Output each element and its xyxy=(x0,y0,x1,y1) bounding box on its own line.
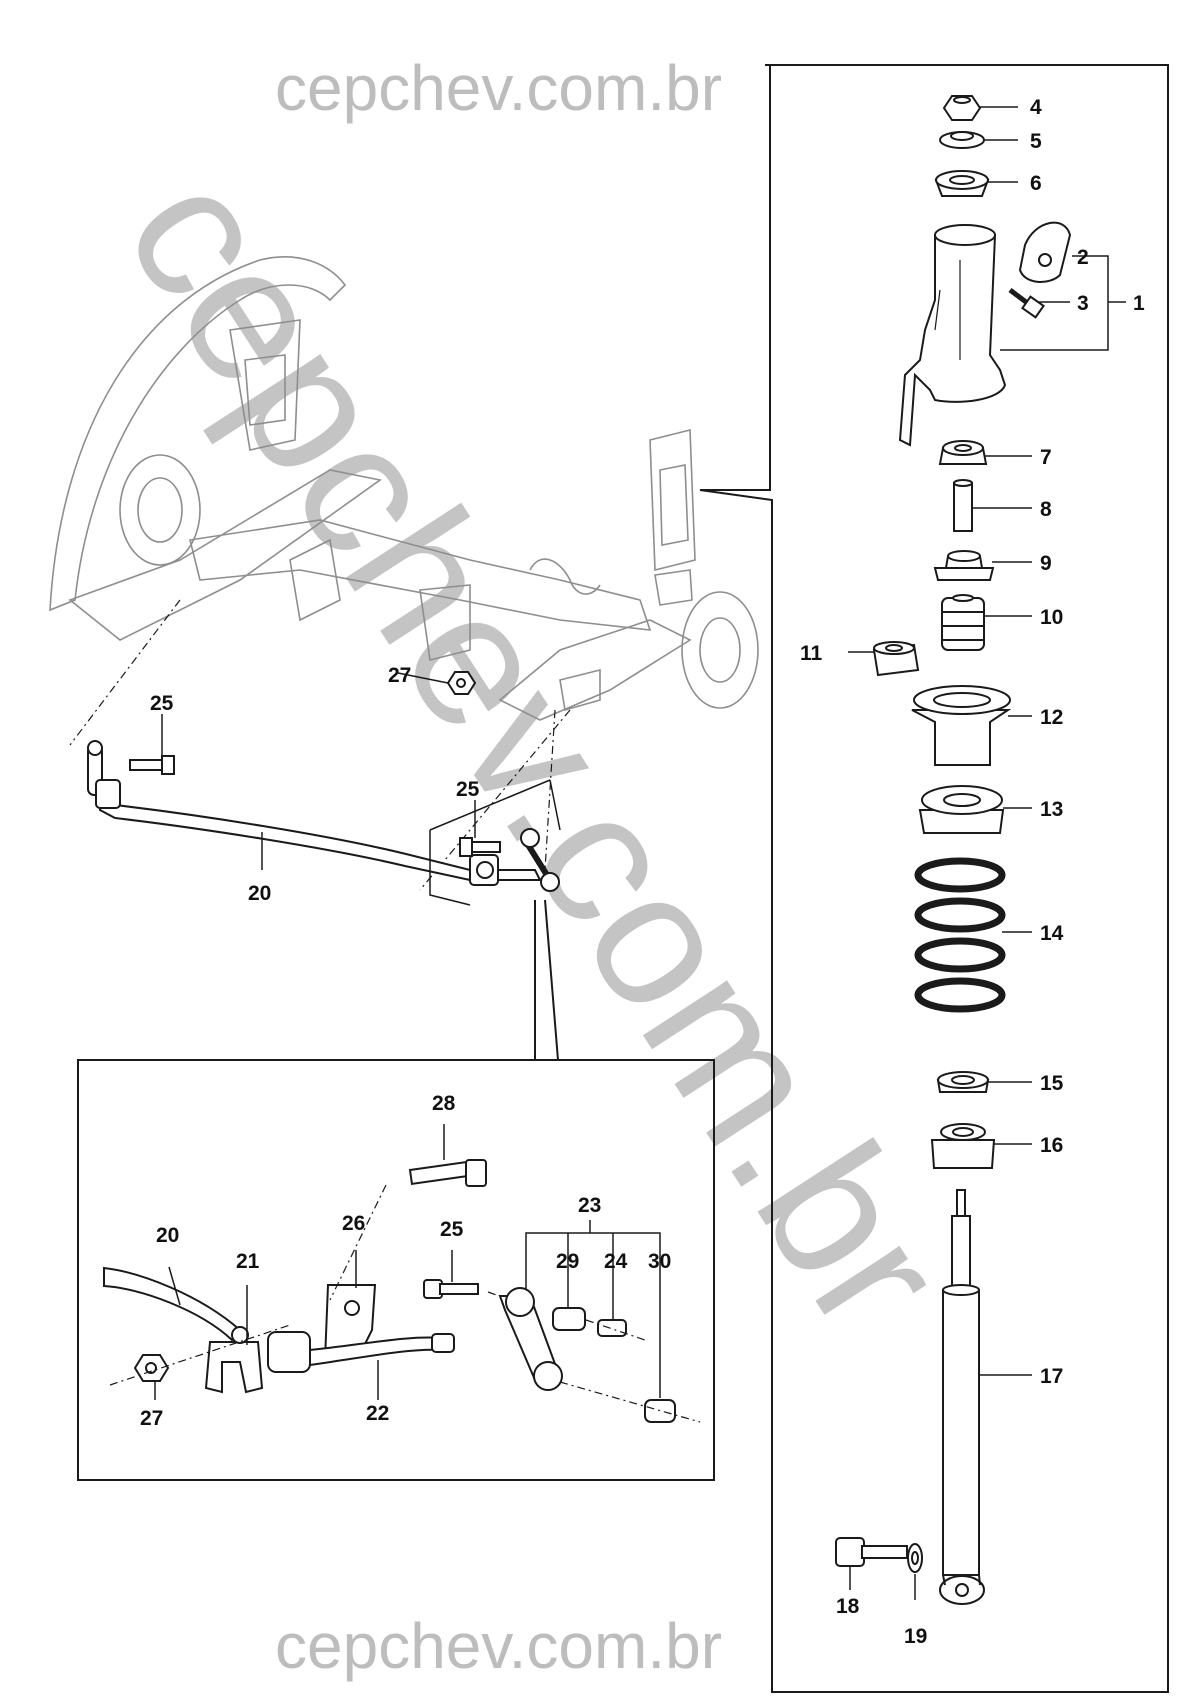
part-1-strut-housing xyxy=(898,224,1007,447)
callout-6: 6 xyxy=(1030,172,1042,195)
callout-25-left: 25 xyxy=(150,692,174,715)
part-14-coil-spring xyxy=(914,857,1006,1013)
callout-18: 18 xyxy=(836,1595,860,1618)
callout-30: 30 xyxy=(648,1250,671,1273)
detail-bushing-30 xyxy=(644,1399,676,1423)
callout-25-right: 25 xyxy=(456,778,480,801)
callout-11: 11 xyxy=(800,642,823,665)
callout-2: 2 xyxy=(1077,246,1089,269)
nut-27-upper xyxy=(446,671,477,695)
callout-22: 22 xyxy=(366,1402,389,1425)
bracket-lines xyxy=(429,779,561,906)
callout-14: 14 xyxy=(1040,922,1064,945)
part-13-spring-seat xyxy=(918,785,1005,834)
callout-23: 23 xyxy=(578,1194,601,1217)
callout-13: 13 xyxy=(1040,798,1063,821)
callout-7: 7 xyxy=(1040,446,1052,469)
part-2-plate xyxy=(1018,221,1072,283)
rear-axle-assembly-ghost xyxy=(49,256,759,721)
callout-27-detail: 27 xyxy=(140,1407,163,1430)
part-4-nut xyxy=(942,95,982,121)
part-8-sleeve xyxy=(953,479,973,532)
callout-5: 5 xyxy=(1030,130,1042,153)
watermark-diagonal: cepchev.com.br xyxy=(86,137,987,1365)
detail-bushing-29 xyxy=(552,1307,586,1331)
callout-1: 1 xyxy=(1133,292,1145,315)
callout-3: 3 xyxy=(1077,292,1089,315)
callout-16: 16 xyxy=(1040,1134,1063,1157)
callout-19: 19 xyxy=(904,1625,927,1648)
detail-link-23 xyxy=(498,1287,563,1391)
callout-15: 15 xyxy=(1040,1072,1064,1095)
callout-28: 28 xyxy=(432,1092,456,1115)
detail-panel-frame xyxy=(77,1059,715,1481)
part-18-bolt xyxy=(835,1537,908,1567)
dashline-right-b xyxy=(419,709,571,891)
dashline-left xyxy=(69,599,181,746)
detail-bolt-25 xyxy=(423,1279,479,1299)
bolt-25-right xyxy=(459,837,501,857)
callout-20-detail: 20 xyxy=(156,1224,179,1247)
part-3-screw xyxy=(1008,288,1045,319)
part-17-shock-absorber xyxy=(939,1189,985,1605)
detail-sleeve-24 xyxy=(597,1319,627,1337)
callout-17: 17 xyxy=(1040,1365,1063,1388)
callout-21: 21 xyxy=(236,1250,260,1273)
part-9-mount xyxy=(933,550,995,581)
part-7-bushing xyxy=(938,440,988,465)
callout-20-upper: 20 xyxy=(248,882,271,905)
callout-9: 9 xyxy=(1040,552,1052,575)
dashline-right-a xyxy=(544,709,556,871)
part-15-lower-insulator xyxy=(936,1071,990,1093)
callout-29: 29 xyxy=(556,1250,579,1273)
part-12-dust-cover xyxy=(911,685,1012,766)
detail-bolt-28 xyxy=(408,1159,487,1187)
detail-leader-2 xyxy=(544,899,559,1061)
callout-10: 10 xyxy=(1040,606,1063,629)
callout-25-detail: 25 xyxy=(440,1218,464,1241)
part-6-insulator xyxy=(934,170,990,197)
stabilizer-bar xyxy=(87,740,560,892)
callout-24: 24 xyxy=(604,1250,628,1273)
part-10-bump-stop xyxy=(941,594,985,651)
watermark-top: cepchev.com.br xyxy=(275,52,722,124)
detail-nut-27 xyxy=(133,1354,170,1382)
part-5-washer xyxy=(939,131,985,149)
watermark-bottom: cepchev.com.br xyxy=(275,1610,722,1682)
part-16-lower-mount xyxy=(930,1123,996,1169)
part-11-cap xyxy=(872,641,920,677)
callout-8: 8 xyxy=(1040,498,1052,521)
detail-clamp-21 xyxy=(204,1326,264,1394)
bolt-25-left xyxy=(129,755,175,775)
callout-27-upper: 27 xyxy=(388,664,411,687)
callout-12: 12 xyxy=(1040,706,1063,729)
callout-26: 26 xyxy=(342,1212,365,1235)
callout-4: 4 xyxy=(1030,96,1042,119)
part-19-washer xyxy=(907,1543,923,1573)
detail-bushing-22 xyxy=(267,1331,455,1373)
